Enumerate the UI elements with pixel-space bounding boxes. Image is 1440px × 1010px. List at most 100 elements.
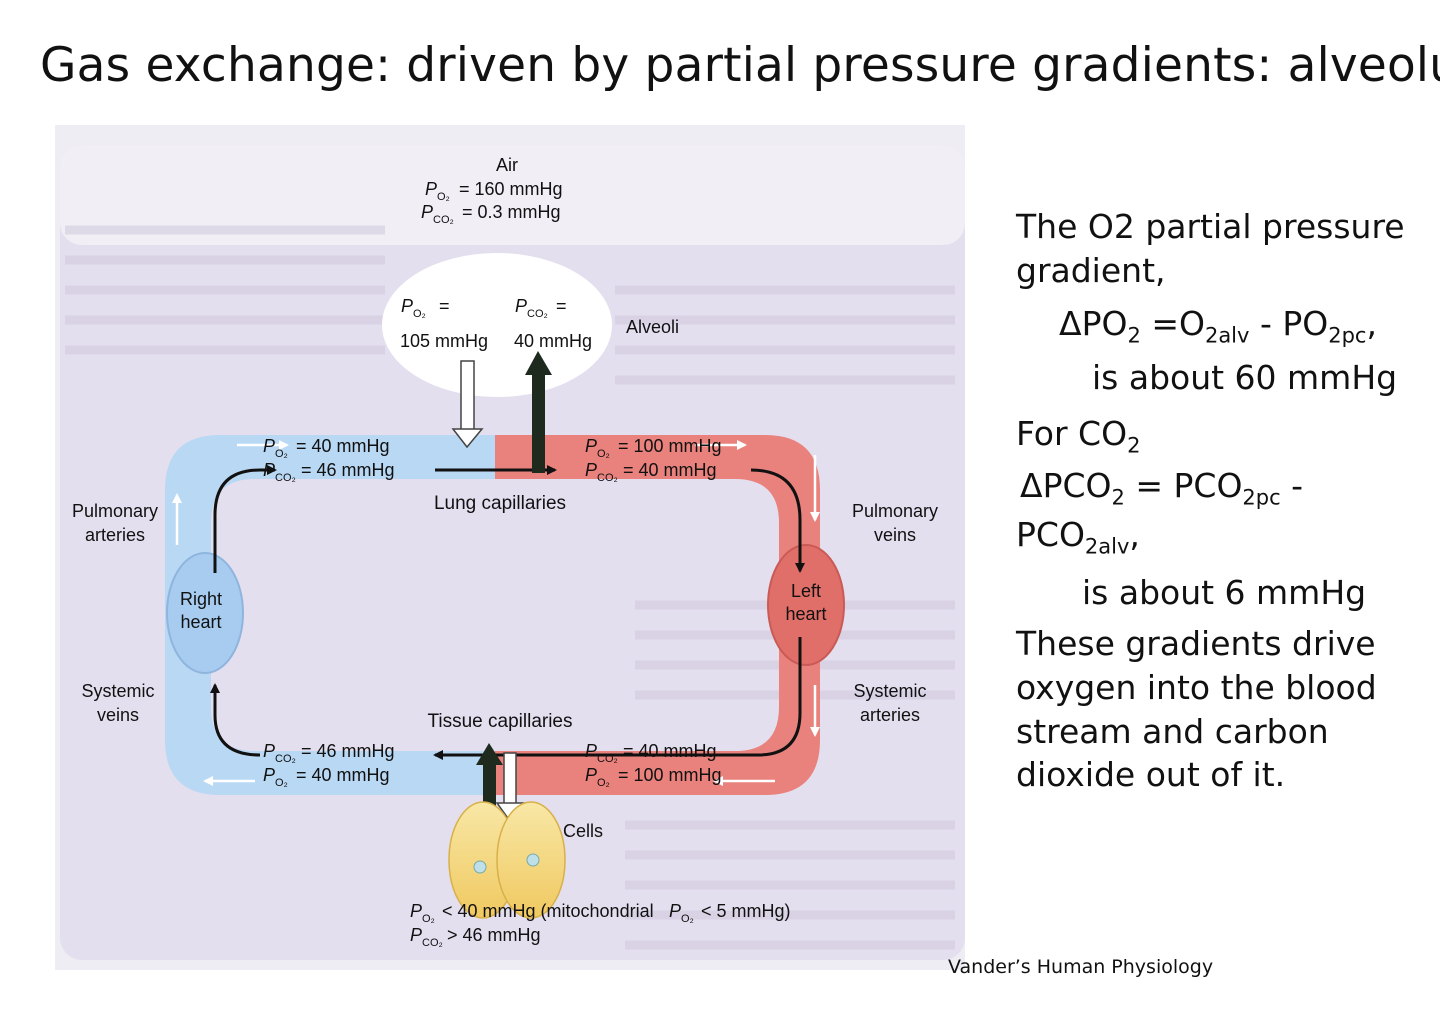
svg-text:= 100 mmHg: = 100 mmHg	[618, 436, 722, 456]
pulmonary-arteries-label-2: arteries	[85, 525, 145, 545]
right-heart-label-1: Right	[180, 589, 222, 609]
svg-text:O₂: O₂	[275, 777, 288, 789]
svg-text:105 mmHg: 105 mmHg	[400, 331, 488, 351]
svg-text:P: P	[263, 765, 275, 785]
co2-heading: For CO2	[1016, 413, 1141, 458]
lung-arterial-pco2: P CO₂ = 40 mmHg	[585, 460, 717, 484]
alveoli-po2: P O₂ = 105 mmHg	[400, 296, 488, 351]
svg-text:P: P	[585, 765, 597, 785]
o2-gradient-formula: ΔPO2 =O2alv - PO2pc,	[1059, 304, 1377, 348]
svg-text:40 mmHg: 40 mmHg	[514, 331, 592, 351]
cells-po2: P O₂ < 40 mmHg (mitochondrial P O₂ < 5 m…	[410, 901, 791, 925]
svg-text:CO₂: CO₂	[433, 214, 454, 226]
systemic-arteries-label-2: arteries	[860, 705, 920, 725]
right-heart-label-2: heart	[180, 612, 221, 632]
svg-text:P: P	[263, 436, 275, 456]
svg-text:O₂: O₂	[597, 448, 610, 460]
cells-label: Cells	[563, 821, 603, 841]
lung-arterial-po2: P O₂ = 100 mmHg	[585, 436, 722, 460]
conclusion-line-2: oxygen into the blood	[1016, 667, 1377, 707]
svg-text:P: P	[401, 296, 413, 316]
svg-text:P: P	[669, 901, 681, 921]
svg-text:P: P	[421, 202, 433, 222]
svg-text:= 160 mmHg: = 160 mmHg	[459, 179, 563, 199]
svg-text:P: P	[410, 925, 422, 945]
co2-gradient-formula: ΔPCO2 = PCO2pc -	[1020, 466, 1304, 510]
svg-text:CO₂: CO₂	[275, 753, 296, 765]
conclusion-line-1: These gradients drive	[1016, 624, 1376, 664]
svg-text:CO₂: CO₂	[597, 753, 618, 765]
co2-diffusion-arrow-lungs	[525, 351, 552, 473]
left-heart	[767, 544, 845, 666]
systemic-arteries-label-1: Systemic	[853, 681, 926, 701]
systemic-veins-label-2: veins	[97, 705, 139, 725]
tissue-capillaries-label: Tissue capillaries	[427, 711, 572, 732]
source-citation: Vander’s Human Physiology	[948, 956, 1214, 978]
svg-text:< 40 mmHg (mitochondrial: < 40 mmHg (mitochondrial	[442, 901, 654, 921]
alveoli-label: Alveoli	[626, 317, 679, 337]
svg-text:> 46 mmHg: > 46 mmHg	[447, 925, 541, 945]
svg-text:= 40 mmHg: = 40 mmHg	[623, 741, 717, 761]
gas-exchange-diagram: Air P O₂ = 160 mmHg P CO₂ = 0.3 mmHg P O…	[55, 125, 965, 970]
notes-line-1: The O2 partial pressure	[1016, 207, 1405, 246]
air-label: Air	[496, 155, 518, 175]
circulation-diagram-svg: Air P O₂ = 160 mmHg P CO₂ = 0.3 mmHg P O…	[55, 125, 965, 970]
svg-text:P: P	[585, 741, 597, 761]
co2-gradient-result: is about 6 mmHg	[1082, 572, 1367, 612]
cells-pco2: P CO₂ > 46 mmHg	[410, 925, 541, 949]
svg-text:= 100 mmHg: = 100 mmHg	[618, 765, 722, 785]
svg-text:= 46 mmHg: = 46 mmHg	[301, 741, 395, 761]
notes-line-2: gradient,	[1016, 250, 1166, 290]
tissue-venous-pco2: P CO₂ = 46 mmHg	[263, 741, 395, 765]
lung-venous-po2: P O₂ = 40 mmHg	[263, 436, 390, 460]
svg-text:= 46 mmHg: = 46 mmHg	[301, 460, 395, 480]
alveoli	[382, 253, 612, 397]
svg-text:P: P	[410, 901, 422, 921]
svg-text:CO₂: CO₂	[275, 472, 296, 484]
air-pco2: P CO₂ = 0.3 mmHg	[421, 202, 561, 226]
svg-text:= 40 mmHg: = 40 mmHg	[296, 436, 390, 456]
svg-text:O₂: O₂	[413, 308, 426, 320]
slide-title: Gas exchange: driven by partial pressure…	[40, 38, 1440, 93]
alveoli-pco2: P CO₂ = 40 mmHg	[514, 296, 592, 351]
svg-text:P: P	[425, 179, 437, 199]
svg-text:= 40 mmHg: = 40 mmHg	[296, 765, 390, 785]
svg-text:O₂: O₂	[422, 913, 435, 925]
explanation-notes: The O2 partial pressure gradient, ΔPO2 =…	[1016, 205, 1436, 797]
svg-text:P: P	[263, 741, 275, 761]
vessel-wall-arrows	[172, 440, 820, 786]
faded-background-text	[65, 225, 955, 950]
svg-text:CO₂: CO₂	[597, 472, 618, 484]
o2-diffusion-arrow-lungs	[451, 360, 484, 449]
tissue-cells	[448, 801, 566, 919]
pulmonary-veins-label-2: veins	[874, 525, 916, 545]
figure-panel-top	[60, 145, 965, 245]
svg-text:O₂: O₂	[597, 777, 610, 789]
systemic-veins-label-1: Systemic	[81, 681, 154, 701]
svg-text:< 5 mmHg): < 5 mmHg)	[701, 901, 791, 921]
lung-capillaries-label: Lung capillaries	[434, 493, 566, 514]
tissue-arterial-pco2: P CO₂ = 40 mmHg	[585, 741, 717, 765]
svg-text:P: P	[585, 436, 597, 456]
svg-text:P: P	[585, 460, 597, 480]
svg-text:= 0.3 mmHg: = 0.3 mmHg	[462, 202, 561, 222]
svg-text:=: =	[556, 296, 567, 316]
right-heart	[166, 552, 244, 674]
svg-text:O₂: O₂	[275, 448, 288, 460]
svg-text:= 40 mmHg: = 40 mmHg	[623, 460, 717, 480]
svg-text:P: P	[515, 296, 527, 316]
lung-venous-pco2: P CO₂ = 46 mmHg	[263, 460, 395, 484]
left-heart-label-2: heart	[785, 604, 826, 624]
svg-text:P: P	[263, 460, 275, 480]
svg-text:O₂: O₂	[437, 191, 450, 203]
tissue-venous-po2: P O₂ = 40 mmHg	[263, 765, 390, 789]
o2-gradient-result: is about 60 mmHg	[1092, 358, 1398, 398]
air-po2: P O₂ = 160 mmHg	[425, 179, 563, 203]
tissue-arterial-po2: P O₂ = 100 mmHg	[585, 765, 722, 789]
left-heart-label-1: Left	[791, 581, 821, 601]
svg-text:=: =	[439, 296, 450, 316]
svg-text:O₂: O₂	[681, 913, 694, 925]
svg-text:CO₂: CO₂	[527, 308, 548, 320]
co2-gradient-formula-cont: PCO2alv,	[1016, 514, 1140, 559]
svg-text:CO₂: CO₂	[422, 937, 443, 949]
